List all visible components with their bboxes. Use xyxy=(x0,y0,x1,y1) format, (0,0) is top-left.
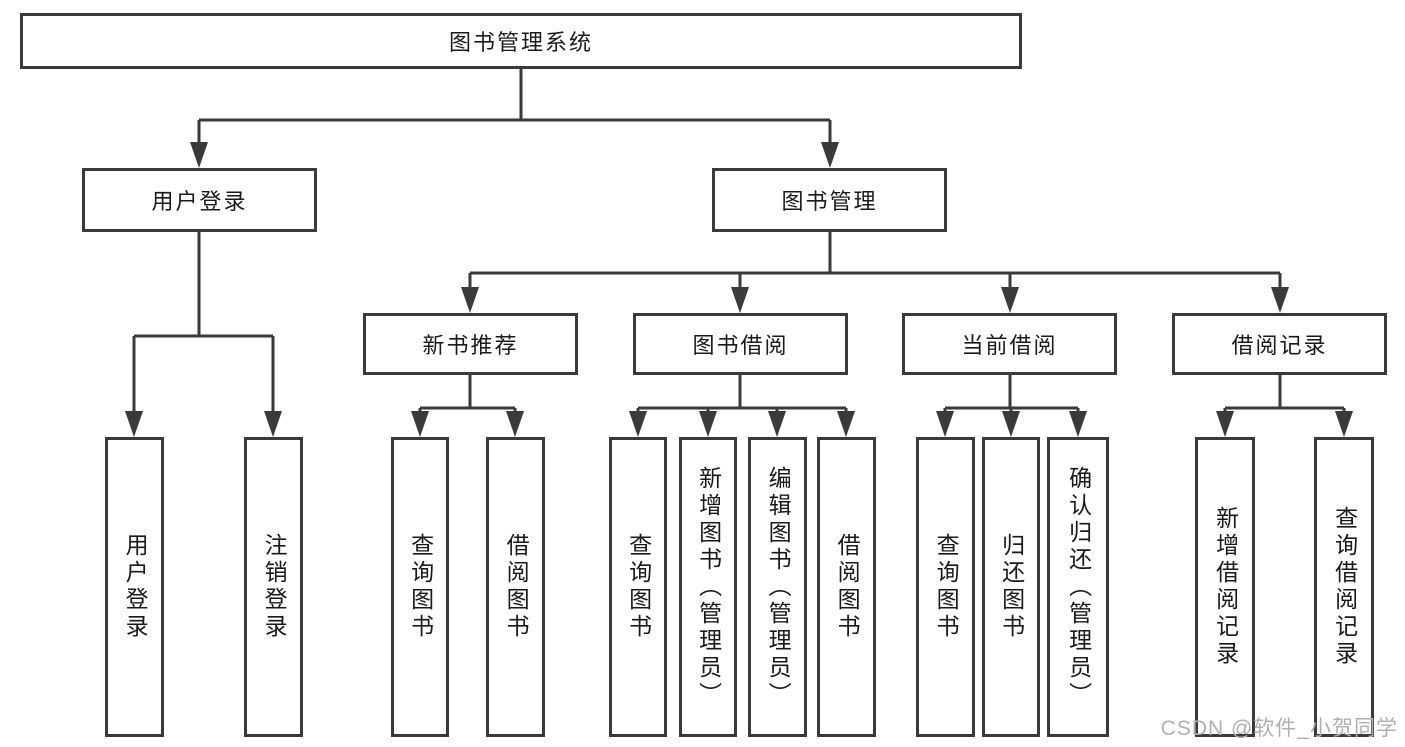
node-borrow-record-label: 借阅记录 xyxy=(1231,333,1328,358)
node-book-borrow-label: 图书借阅 xyxy=(692,333,789,358)
leaf-label: 注销登录 xyxy=(261,533,288,641)
leaf-add-borrow-record: 新增借阅记录 xyxy=(1195,437,1255,737)
node-book-borrow: 图书借阅 xyxy=(633,313,848,375)
node-root-system-label: 图书管理系统 xyxy=(448,30,593,55)
node-new-book-recommend-label: 新书推荐 xyxy=(422,333,519,358)
leaf-label: 新增借阅记录 xyxy=(1212,506,1239,668)
leaf-query-borrow-record: 查询借阅记录 xyxy=(1314,437,1374,737)
leaf-confirm-return-admin: 确认归还（管理员） xyxy=(1047,437,1109,737)
leaf-return-books: 归还图书 xyxy=(982,437,1040,737)
node-new-book-recommend: 新书推荐 xyxy=(363,313,578,375)
leaf-label: 查询图书 xyxy=(933,533,960,641)
leaf-label: 查询借阅记录 xyxy=(1331,506,1358,668)
leaf-borrow-books-recommend: 借阅图书 xyxy=(486,437,545,737)
leaf-query-books-current: 查询图书 xyxy=(916,437,975,737)
connector-new-book-children xyxy=(411,375,524,437)
leaf-label: 借阅图书 xyxy=(834,533,861,641)
leaf-label: 查询图书 xyxy=(407,533,434,641)
csdn-watermark: CSDN @软件_小贺同学 xyxy=(1160,717,1398,740)
leaf-label: 新增图书（管理员） xyxy=(695,465,722,709)
node-book-management-label: 图书管理 xyxy=(781,189,878,214)
leaf-label: 查询图书 xyxy=(625,533,652,641)
leaf-borrow-books: 借阅图书 xyxy=(817,437,876,737)
connector-borrow-record-children xyxy=(1216,375,1353,437)
leaf-edit-books-admin: 编辑图书（管理员） xyxy=(748,437,807,737)
connector-user-login-children xyxy=(125,232,282,437)
connector-book-management-to-level3 xyxy=(461,232,1289,313)
node-user-login: 用户登录 xyxy=(82,168,317,232)
leaf-query-books-recommend: 查询图书 xyxy=(391,437,449,737)
node-user-login-label: 用户登录 xyxy=(151,189,248,214)
leaf-user-login: 用户登录 xyxy=(105,437,164,737)
leaf-label: 确认归还（管理员） xyxy=(1065,465,1092,709)
node-current-borrow-label: 当前借阅 xyxy=(961,333,1058,358)
node-borrow-record: 借阅记录 xyxy=(1172,313,1387,375)
node-current-borrow: 当前借阅 xyxy=(902,313,1117,375)
node-root-system: 图书管理系统 xyxy=(20,13,1022,69)
leaf-label: 用户登录 xyxy=(122,533,149,641)
connector-book-borrow-children xyxy=(629,375,855,437)
connector-current-borrow-children xyxy=(936,375,1087,437)
connector-root-to-level2 xyxy=(190,69,839,168)
leaf-label: 归还图书 xyxy=(998,533,1025,641)
leaf-add-books-admin: 新增图书（管理员） xyxy=(679,437,737,737)
leaf-query-books-borrow: 查询图书 xyxy=(609,437,667,737)
leaf-label: 编辑图书（管理员） xyxy=(765,465,792,709)
leaf-label: 借阅图书 xyxy=(503,533,530,641)
leaf-logout: 注销登录 xyxy=(244,437,303,737)
node-book-management: 图书管理 xyxy=(712,168,947,232)
